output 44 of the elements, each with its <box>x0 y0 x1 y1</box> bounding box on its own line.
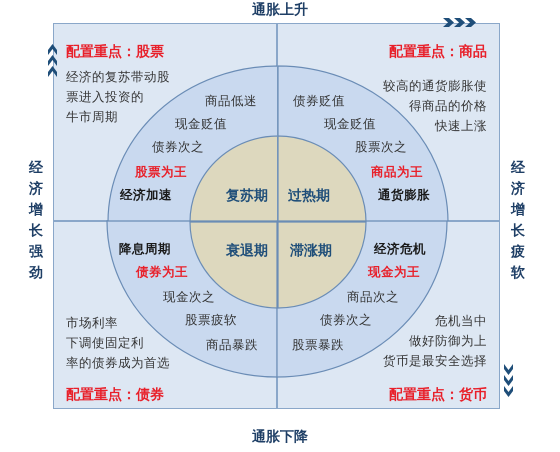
ring-label: 商品低迷 <box>205 92 257 110</box>
allocation-heading: 配置重点：商品 <box>389 42 487 62</box>
axis-label: 经济增长疲软 <box>510 159 526 283</box>
allocation-heading: 配置重点：货币 <box>389 386 487 405</box>
description: 经济的复苏带动股票进入投资的牛市周期 <box>66 68 170 126</box>
allocation-heading: 配置重点：股票 <box>66 43 164 62</box>
ring-label: 债券贬值 <box>293 92 345 110</box>
ring-label: 股票次之 <box>355 138 407 156</box>
ring-label: 通货膨胀 <box>378 186 430 204</box>
ring-label: 现金贬值 <box>324 115 376 133</box>
ring-label: 股票疲软 <box>185 311 237 329</box>
phase-label: 过热期 <box>288 187 330 206</box>
ring-label: 债券为王 <box>136 263 188 281</box>
ring-sector <box>278 66 448 222</box>
quadrant-panel <box>277 221 500 409</box>
ring-label: 股票为王 <box>135 163 187 181</box>
ring-label: 现金为王 <box>368 263 420 281</box>
axis-label: 通胀上升 <box>252 1 308 20</box>
ring-label: 商品为王 <box>371 163 423 181</box>
ring-label: 现金次之 <box>163 288 215 306</box>
ring-label: 商品次之 <box>347 288 399 306</box>
ring-label: 债券次之 <box>320 311 372 329</box>
ring-label: 经济危机 <box>374 240 426 258</box>
description: 危机当中做好防御为上货币是最安全选择 <box>383 312 487 370</box>
quadrant-panel <box>277 23 500 221</box>
ring-label: 股票暴跌 <box>292 336 344 354</box>
axis-label: 经济增长强劲 <box>28 159 44 283</box>
ring-label: 现金贬值 <box>175 115 227 133</box>
inner-sector <box>190 136 278 222</box>
phase-label: 衰退期 <box>226 242 268 261</box>
phase-label: 滞涨期 <box>290 242 332 261</box>
inner-sector <box>190 222 278 308</box>
ring-label: 商品暴跌 <box>206 336 258 354</box>
phase-label: 复苏期 <box>226 187 268 206</box>
ring-label: 降息周期 <box>119 240 171 258</box>
quadrant-panel <box>53 221 277 409</box>
description: 较高的通货膨胀使得商品的价格快速上涨 <box>383 77 487 135</box>
ring-label: 债券次之 <box>152 138 204 156</box>
ring-label: 经济加速 <box>120 186 172 204</box>
description: 市场利率下调使固定利率的债券成为首选 <box>66 314 170 372</box>
axis-label: 通胀下降 <box>252 428 308 447</box>
allocation-heading: 配置重点：债券 <box>66 386 164 405</box>
quadrant-panel <box>53 23 277 221</box>
inner-sector <box>278 136 366 222</box>
